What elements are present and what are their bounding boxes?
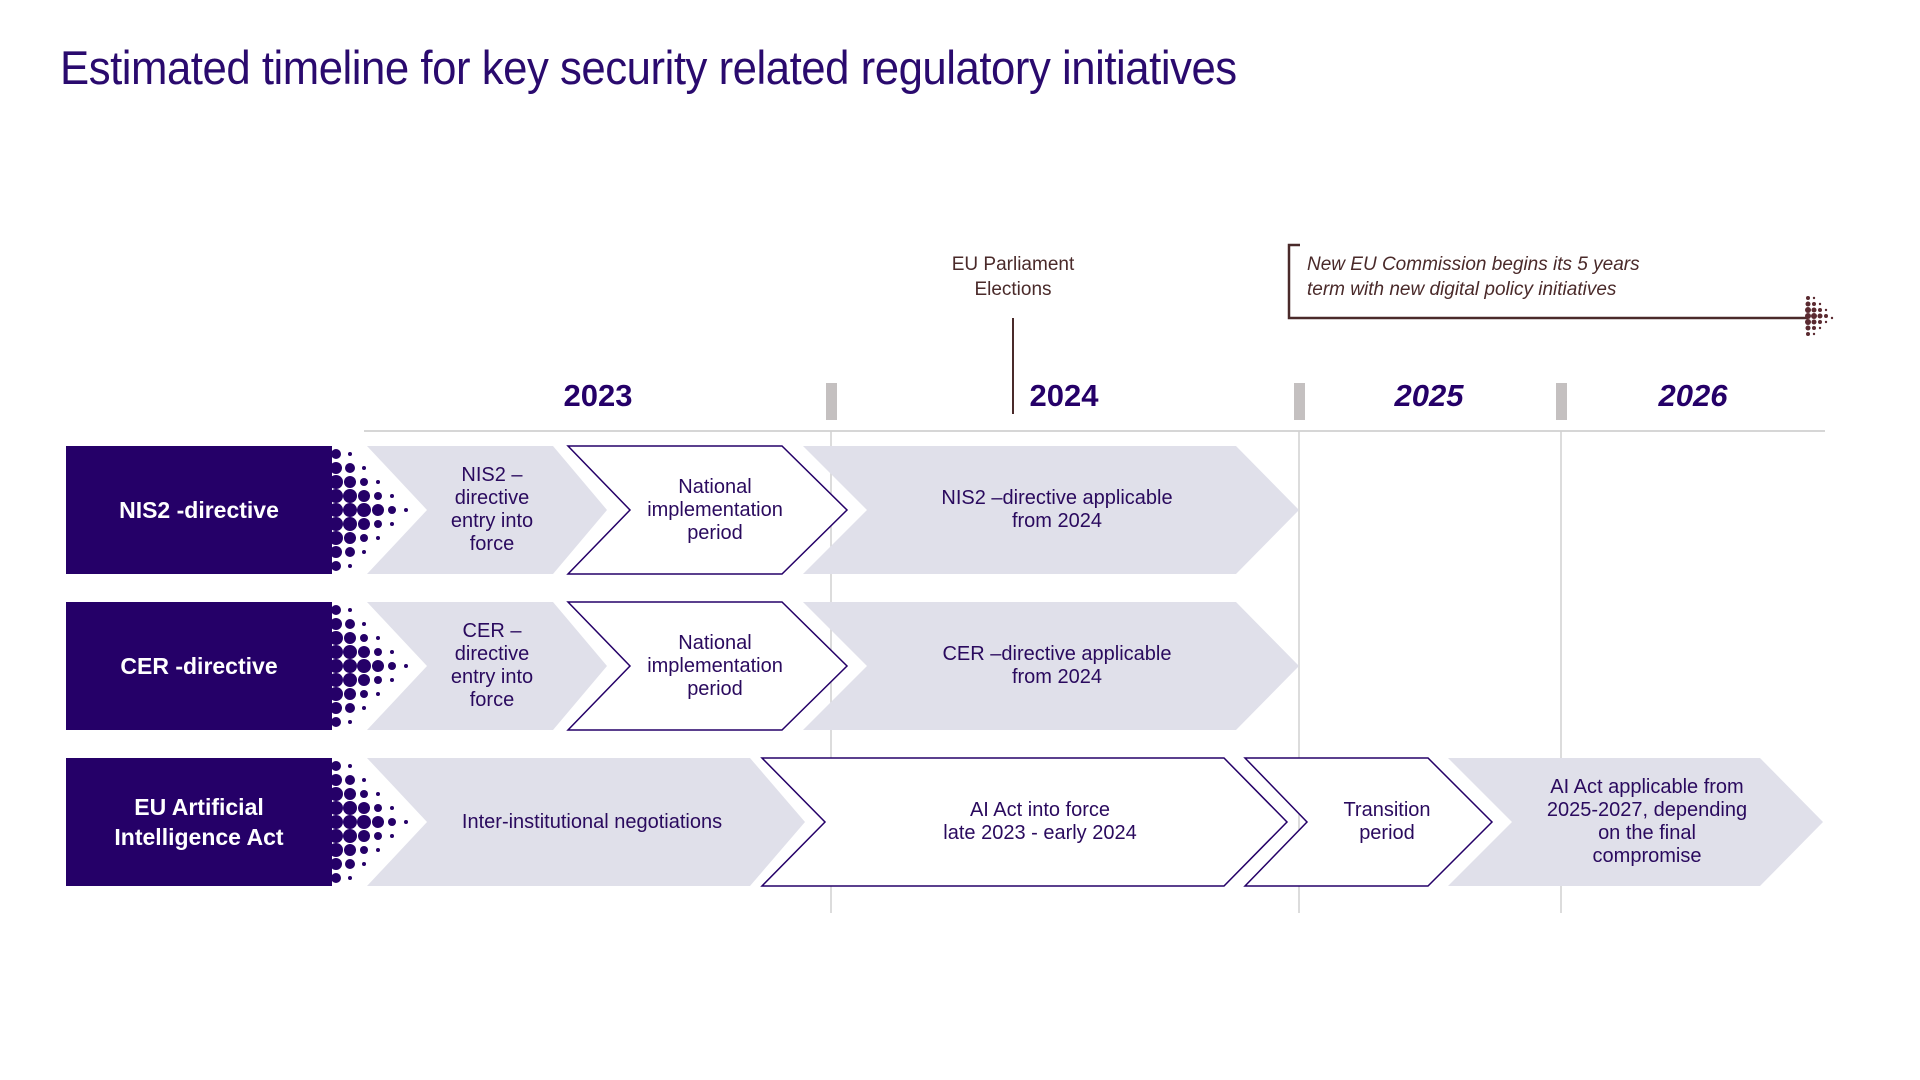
commission-arrowhead-icon — [1805, 296, 1834, 336]
parliament-elections-annotation: EU Parliament Elections — [951, 254, 1075, 300]
ai-stage-negotiations: Inter-institutional negotiations — [461, 810, 723, 833]
cer-stage-entry-into-force: CER – directive entry into force — [450, 620, 534, 711]
row-nis2-shapes — [329, 445, 1299, 575]
row-cer-shapes — [329, 601, 1299, 731]
row-label-cer: CER -directive — [66, 602, 332, 730]
nis2-stage-entry-into-force: NIS2 – directive entry into force — [450, 464, 534, 555]
page-title: Estimated timeline for key security rela… — [60, 41, 1237, 94]
year-separator-3 — [1556, 383, 1567, 420]
ai-stage-applicable: AI Act applicable from 2025-2027, depend… — [1546, 776, 1748, 867]
year-separator-1 — [826, 383, 837, 420]
year-separator-2 — [1294, 383, 1305, 420]
row-label-nis2: NIS2 -directive — [66, 446, 332, 574]
year-2026: 2026 — [1658, 378, 1728, 413]
year-2024: 2024 — [1029, 378, 1099, 413]
commission-annotation: New EU Commission begins its 5 years ter… — [1307, 254, 1640, 300]
ai-stage-transition: Transition period — [1343, 799, 1431, 844]
nis2-stage-applicable: NIS2 –directive applicable from 2024 — [941, 487, 1173, 532]
cer-stage-applicable: CER –directive applicable from 2024 — [942, 643, 1172, 688]
year-2023: 2023 — [563, 378, 633, 413]
cer-stage-national-implementation: National implementation period — [647, 631, 783, 700]
year-2025: 2025 — [1394, 378, 1464, 413]
ai-stage-into-force: AI Act into force late 2023 - early 2024 — [943, 799, 1137, 844]
row-label-ai-act: EU Artificial Intelligence Act — [66, 758, 332, 886]
row-ai-act-shapes — [329, 757, 1823, 887]
commission-bracket-line — [1287, 243, 1808, 320]
nis2-stage-national-implementation: National implementation period — [647, 475, 783, 544]
